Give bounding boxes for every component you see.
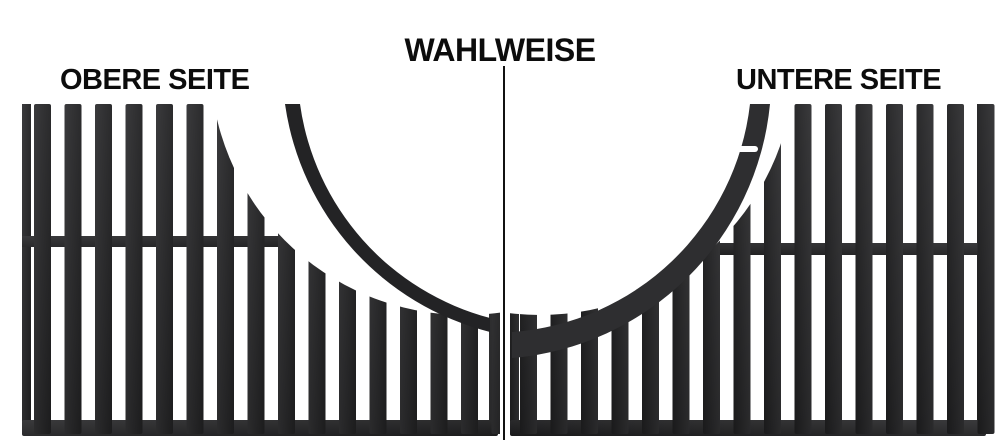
left-side-label: OBERE SEITE [60,64,250,96]
grate-bottom-side-image [510,104,995,436]
center-divider-line [503,66,505,440]
center-title: WAHLWEISE [404,32,596,68]
grate-top-side-image [22,104,500,436]
right-side-label: UNTERE SEITE [736,64,942,96]
